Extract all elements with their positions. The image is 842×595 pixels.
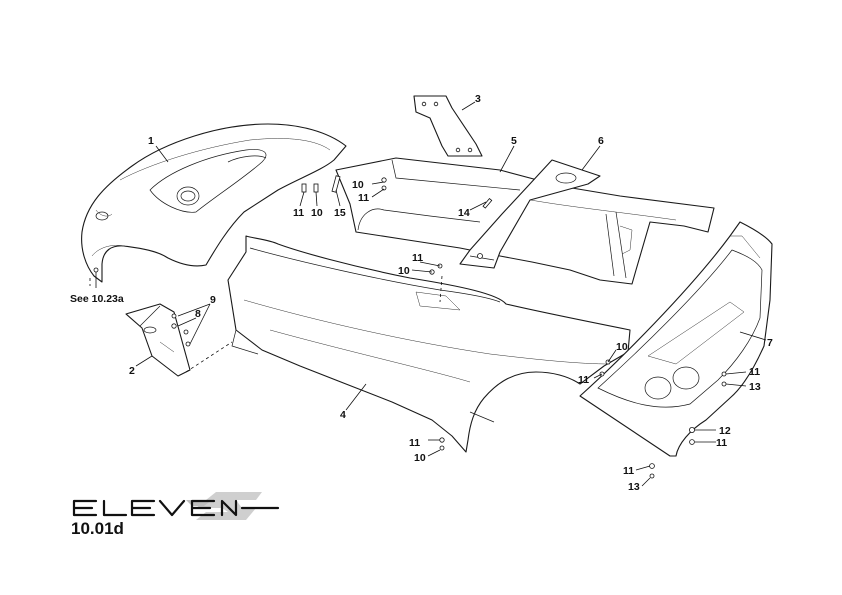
callout-11: 11: [409, 437, 420, 449]
fasteners: [171, 175, 727, 479]
callout-11: 11: [578, 374, 589, 386]
callout-10: 10: [398, 265, 410, 277]
callout-15: 15: [334, 207, 346, 219]
callout-11: 11: [358, 192, 369, 204]
callout-8: 8: [195, 308, 201, 320]
mounting-plate-part: [413, 95, 483, 157]
callout-10: 10: [414, 452, 426, 464]
front-clam-part: [81, 123, 347, 288]
callout-13: 13: [749, 381, 761, 393]
callout-2: 2: [129, 365, 135, 377]
callout-11: 11: [716, 437, 727, 449]
callout-9: 9: [210, 294, 216, 306]
side-panel-part: [227, 235, 631, 453]
callout-10: 10: [311, 207, 323, 219]
callout-11: 11: [749, 366, 760, 378]
leader-lines: [135, 101, 767, 487]
page-reference: 10.01d: [71, 519, 124, 538]
callout-10: 10: [616, 341, 628, 353]
callout-1: 1: [148, 135, 154, 147]
rear-tray-part: [335, 157, 715, 285]
assembly-line: [185, 341, 233, 373]
rear-clam-part: [579, 221, 773, 457]
eleven-logo: [72, 492, 280, 520]
callout-11: 11: [623, 465, 634, 477]
callout-10: 10: [352, 179, 364, 191]
cross-member-part: [459, 159, 601, 269]
callout-13: 13: [628, 481, 640, 493]
callout-5: 5: [511, 135, 517, 147]
callout-12: 12: [719, 425, 731, 437]
callout-7: 7: [767, 337, 773, 349]
bracket-part: [125, 303, 191, 377]
assembly-line: [439, 275, 443, 303]
callout-14: 14: [458, 207, 470, 219]
see-reference-label: See 10.23a: [70, 293, 124, 305]
callout-4: 4: [340, 409, 346, 421]
callout-6: 6: [598, 135, 604, 147]
callout-11: 11: [412, 252, 423, 264]
callout-11: 11: [293, 207, 304, 219]
callout-3: 3: [475, 93, 481, 105]
